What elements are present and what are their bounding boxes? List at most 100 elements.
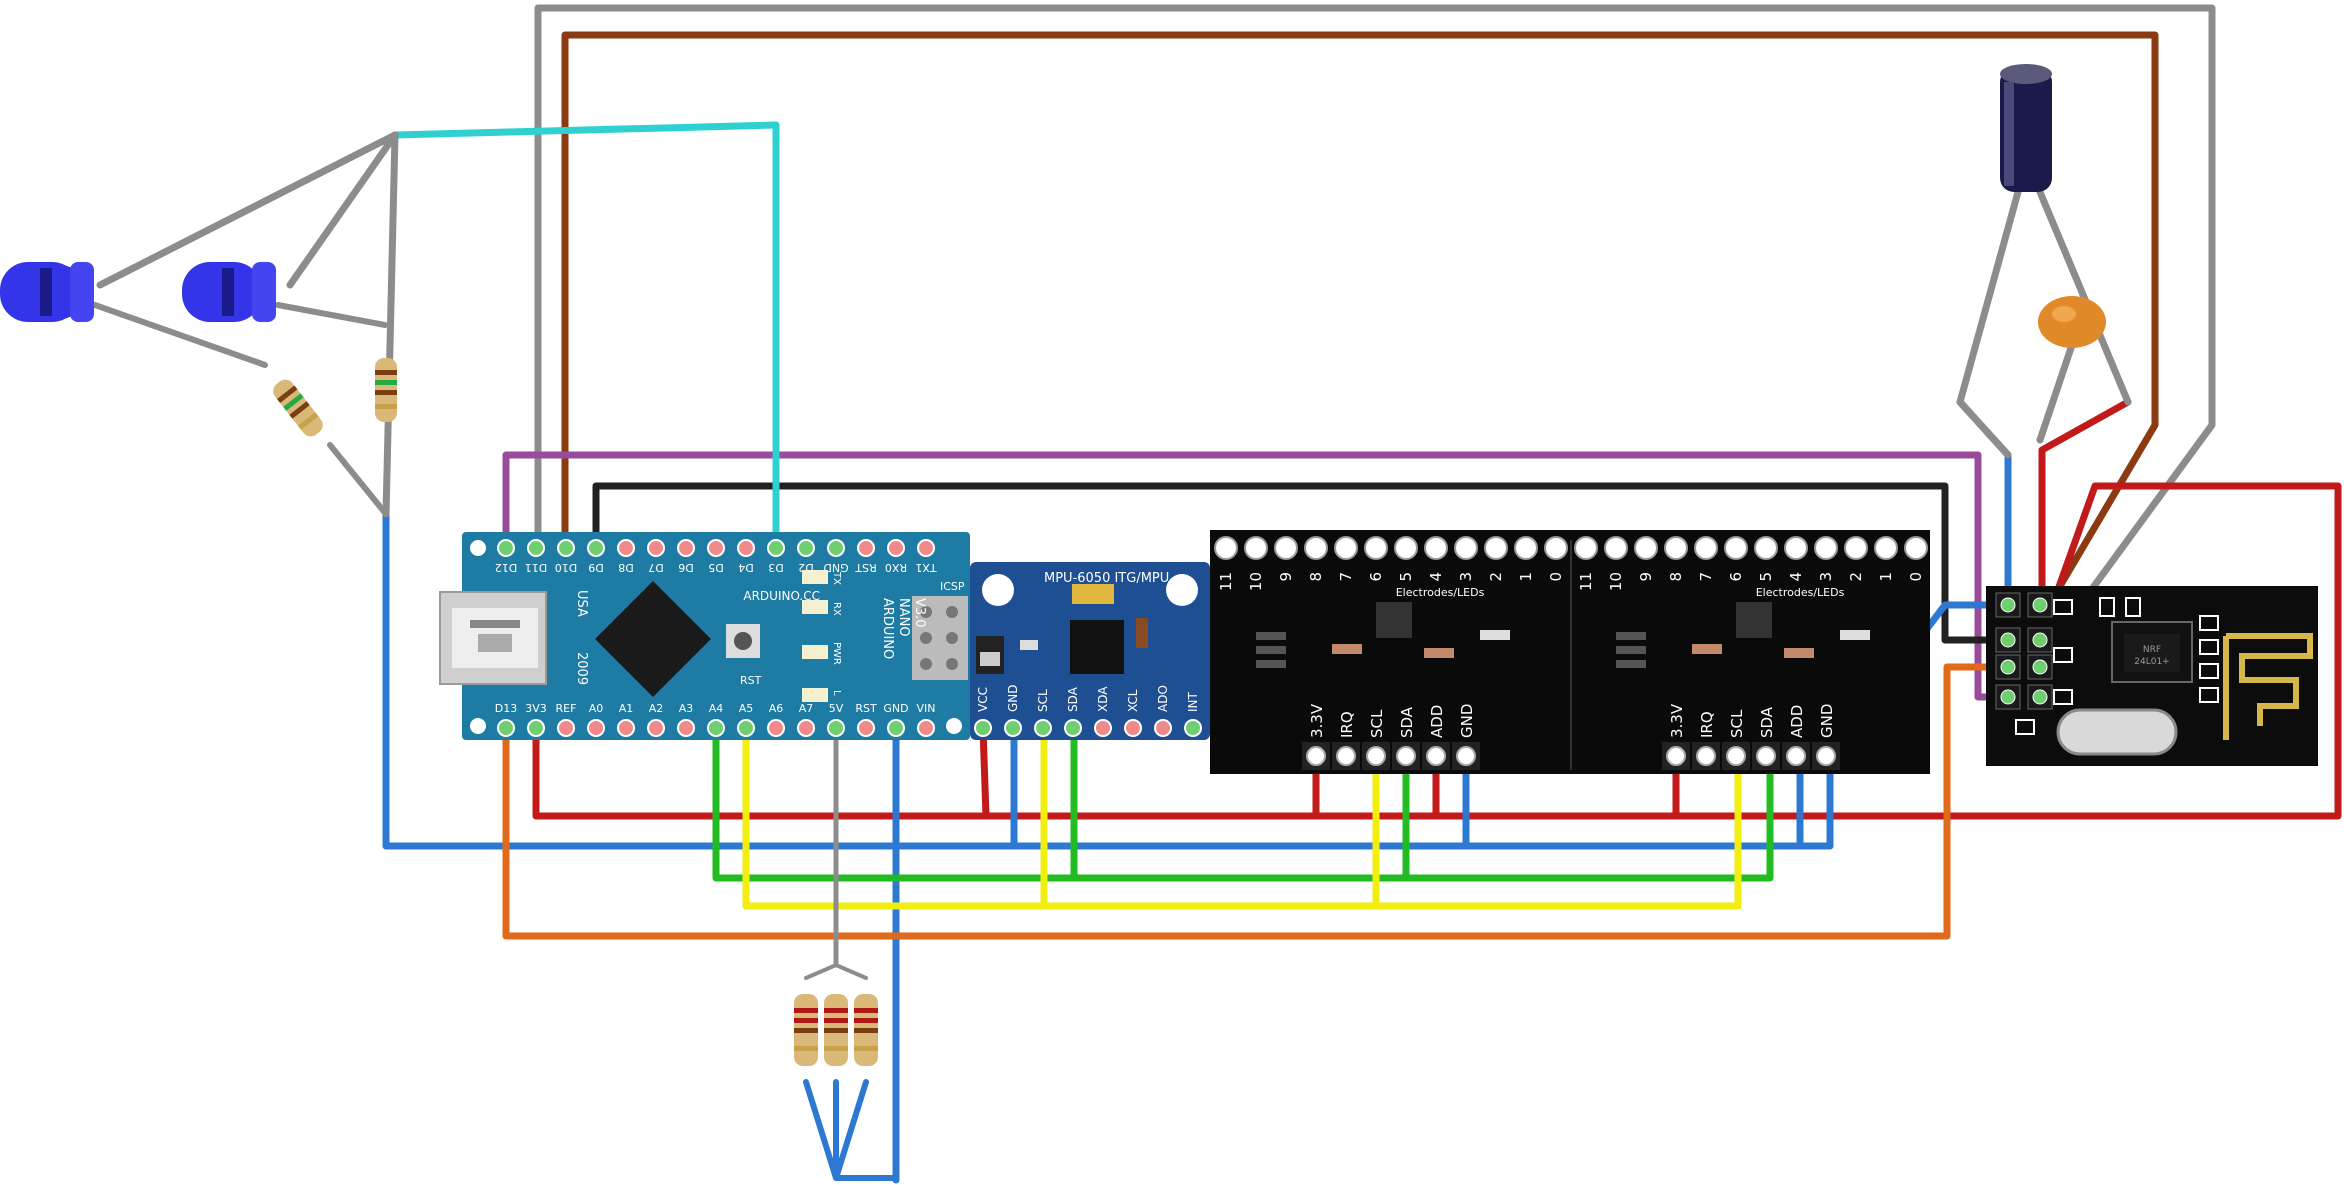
electrode-pad-number: 5 [1757, 572, 1775, 582]
arduino-bottom-pin [857, 719, 875, 737]
arduino-top-pin [557, 539, 575, 557]
wire-purple [502, 451, 2002, 701]
electrode-pad [1304, 536, 1328, 560]
arduino-top-pin [617, 539, 635, 557]
electrode-pad [1604, 536, 1628, 560]
ceramic-capacitor [2038, 296, 2106, 348]
electrode-pin [1726, 746, 1746, 766]
icsp-label: ICSP [940, 580, 965, 593]
electrode-pad [1484, 536, 1508, 560]
wire-red-cap [2038, 398, 2132, 602]
electrode-pin [1756, 746, 1776, 766]
electrode-pin [1816, 746, 1836, 766]
arduino-top-pin-label: D11 [525, 561, 547, 574]
rst-label: RST [740, 674, 762, 687]
arduino-top-pin [707, 539, 725, 557]
electrode-pad [1724, 536, 1748, 560]
arduino-bottom-pin-label: VIN [917, 702, 936, 715]
arduino-bottom-pin-label: REF [556, 702, 577, 715]
electrode-pad-number: 0 [1547, 572, 1565, 582]
electrode-pin [1426, 746, 1446, 766]
electrode-pad-number: 7 [1697, 572, 1715, 582]
arduino-top-pin-label: D4 [738, 561, 753, 574]
electrode-pin-label: IRQ [1698, 711, 1716, 738]
usb-connector-icon [439, 591, 547, 685]
rf-pin [2032, 632, 2048, 648]
arduino-bottom-pin-label: A1 [619, 702, 634, 715]
arduino-top-pin-label: D6 [678, 561, 693, 574]
wire-brown [561, 31, 2159, 624]
electrode-pad-number: 2 [1847, 572, 1865, 582]
rf-pin [2000, 689, 2016, 705]
arduino-top-pin [887, 539, 905, 557]
arduino-top-pin [797, 539, 815, 557]
mpu-pin [1184, 719, 1202, 737]
electrode-pad-number: 11 [1217, 572, 1235, 591]
arduino-bottom-pin [827, 719, 845, 737]
wire-gray-led [96, 131, 399, 289]
resistor-bank [794, 994, 878, 1066]
arduino-top-pin [527, 539, 545, 557]
electrolytic-capacitor [2000, 64, 2052, 192]
arduino-bottom-pin [557, 719, 575, 737]
mpu-pin [1034, 719, 1052, 737]
arduino-top-pin-label: D12 [495, 561, 517, 574]
arduino-bottom-pin-label: A0 [589, 702, 604, 715]
arduino-top-pin [917, 539, 935, 557]
arduino-bottom-pin-label: A5 [739, 702, 754, 715]
mpu-pin-label: VCC [976, 687, 990, 712]
arduino-top-pin-label: D8 [618, 561, 633, 574]
mpu-pin [1004, 719, 1022, 737]
arduino-top-pin-label: D5 [708, 561, 723, 574]
resistor-led-1 [273, 379, 323, 437]
rf-module: NRF 24L01+ [1986, 586, 2318, 766]
electrode-pad [1274, 536, 1298, 560]
electrode-pin-label: SDA [1758, 706, 1776, 738]
wire-gray-top [534, 4, 2216, 664]
rf-chip-text-2: 24L01+ [2134, 657, 2169, 667]
mpu-pin [1124, 719, 1142, 737]
electrode-pad [1784, 536, 1808, 560]
arduino-bottom-pin [617, 719, 635, 737]
arduino-bottom-pin [767, 719, 785, 737]
electrode-pad [1904, 536, 1928, 560]
electrode-pad-number: 9 [1637, 572, 1655, 582]
electrode-pin [1456, 746, 1476, 766]
electrode-pad-number: 6 [1727, 572, 1745, 582]
arduino-bottom-pin-label: A7 [799, 702, 814, 715]
led-label-rx: RX [831, 602, 842, 616]
year-label: 2009 [574, 652, 589, 685]
wire-blue-led [382, 510, 1834, 850]
arduino-top-pin-label: D3 [768, 561, 783, 574]
arduino-top-pin-label: D9 [588, 561, 603, 574]
arduino-top-pin-label: GND [823, 561, 848, 574]
electrode-pad-number: 10 [1247, 572, 1265, 591]
electrode-pad-number: 4 [1427, 572, 1445, 582]
arduino-bottom-pin [647, 719, 665, 737]
electrode-pad [1244, 536, 1268, 560]
arduino-top-pin [767, 539, 785, 557]
electrode-pad-number: 3 [1457, 572, 1475, 582]
model-line-3: V3.0 [912, 598, 927, 628]
electrode-pad [1514, 536, 1538, 560]
electrode-pad-number: 4 [1787, 572, 1805, 582]
electrode-pin-label: SDA [1398, 706, 1416, 738]
arduino-bottom-pin [707, 719, 725, 737]
model-line-2: NANO [896, 598, 911, 637]
mpu-pin [1064, 719, 1082, 737]
mpu-pin-label: SCL [1036, 689, 1050, 712]
electrode-2-title: Electrodes/LEDs [1756, 586, 1845, 599]
electrode-pin-label: ADD [1428, 705, 1446, 738]
led-2 [182, 262, 276, 322]
rf-pin [2000, 659, 2016, 675]
arduino-top-pin-label: TX1 [915, 561, 937, 574]
electrode-pad [1454, 536, 1478, 560]
arduino-top-pin [827, 539, 845, 557]
led-1 [0, 262, 94, 322]
arduino-bottom-pin [737, 719, 755, 737]
